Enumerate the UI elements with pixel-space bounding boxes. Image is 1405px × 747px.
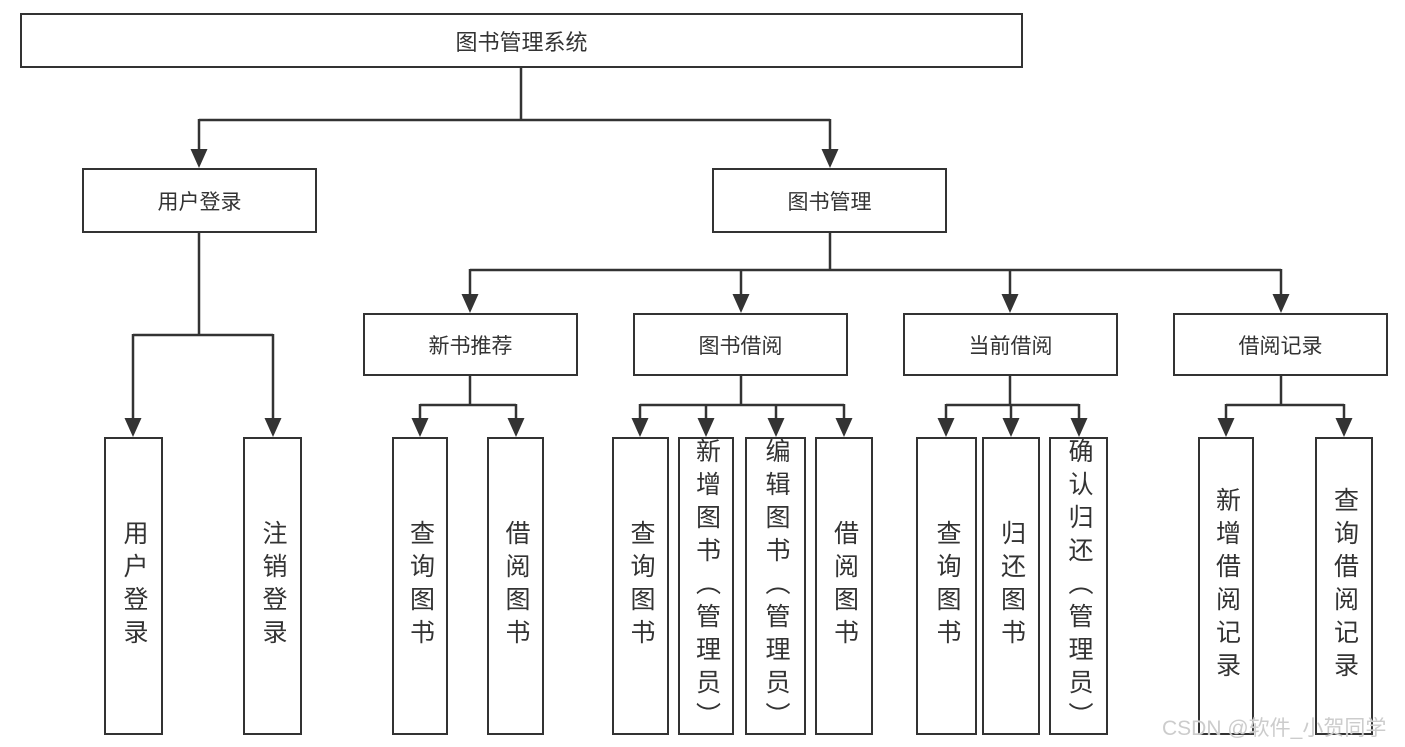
node-user-login: 用户登录 xyxy=(82,168,317,233)
leaf-borrowing-borrow-books: 借阅图书 xyxy=(815,437,873,735)
leaf-current-return-books: 归还图书 xyxy=(982,437,1040,735)
leaf-label: 归还图书 xyxy=(997,520,1026,652)
node-library-management-system: 图书管理系统 xyxy=(20,13,1023,68)
leaf-label: 用户登录 xyxy=(120,520,148,652)
leaf-borrowing-query-books: 查询图书 xyxy=(612,437,669,735)
node-new-book-recommendation: 新书推荐 xyxy=(363,313,578,376)
leaf-label: 新增借阅记录 xyxy=(1212,487,1241,685)
leaf-label: 新增图书（管理员） xyxy=(692,437,721,735)
leaf-user-login: 用户登录 xyxy=(104,437,163,735)
leaf-label: 借阅图书 xyxy=(830,520,859,652)
csdn-watermark: CSDN @软件_小贺同学 xyxy=(1162,717,1387,740)
leaf-label: 借阅图书 xyxy=(502,520,530,652)
leaf-label: 查询图书 xyxy=(406,520,435,652)
leaf-label: 查询图书 xyxy=(933,520,961,652)
node-book-borrowing: 图书借阅 xyxy=(633,313,848,376)
leaf-records-add-borrow-record: 新增借阅记录 xyxy=(1198,437,1254,735)
leaf-logout-login: 注销登录 xyxy=(243,437,302,735)
leaf-label: 编辑图书（管理员） xyxy=(762,437,790,735)
leaf-recommend-borrow-books: 借阅图书 xyxy=(487,437,544,735)
leaf-borrowing-add-books-admin: 新增图书（管理员） xyxy=(678,437,734,735)
leaf-label: 确认归还（管理员） xyxy=(1065,437,1093,735)
leaf-recommend-query-books: 查询图书 xyxy=(392,437,448,735)
node-book-management: 图书管理 xyxy=(712,168,947,233)
leaf-current-query-books: 查询图书 xyxy=(916,437,977,735)
leaf-records-query-borrow-record: 查询借阅记录 xyxy=(1315,437,1373,735)
leaf-current-confirm-return-admin: 确认归还（管理员） xyxy=(1049,437,1108,735)
node-current-borrowing: 当前借阅 xyxy=(903,313,1118,376)
leaf-label: 注销登录 xyxy=(259,520,287,652)
leaf-label: 查询图书 xyxy=(627,520,655,652)
leaf-label: 查询借阅记录 xyxy=(1330,487,1359,685)
node-borrowing-records: 借阅记录 xyxy=(1173,313,1388,376)
tree-lines xyxy=(131,68,1346,419)
leaf-borrowing-edit-books-admin: 编辑图书（管理员） xyxy=(745,437,806,735)
